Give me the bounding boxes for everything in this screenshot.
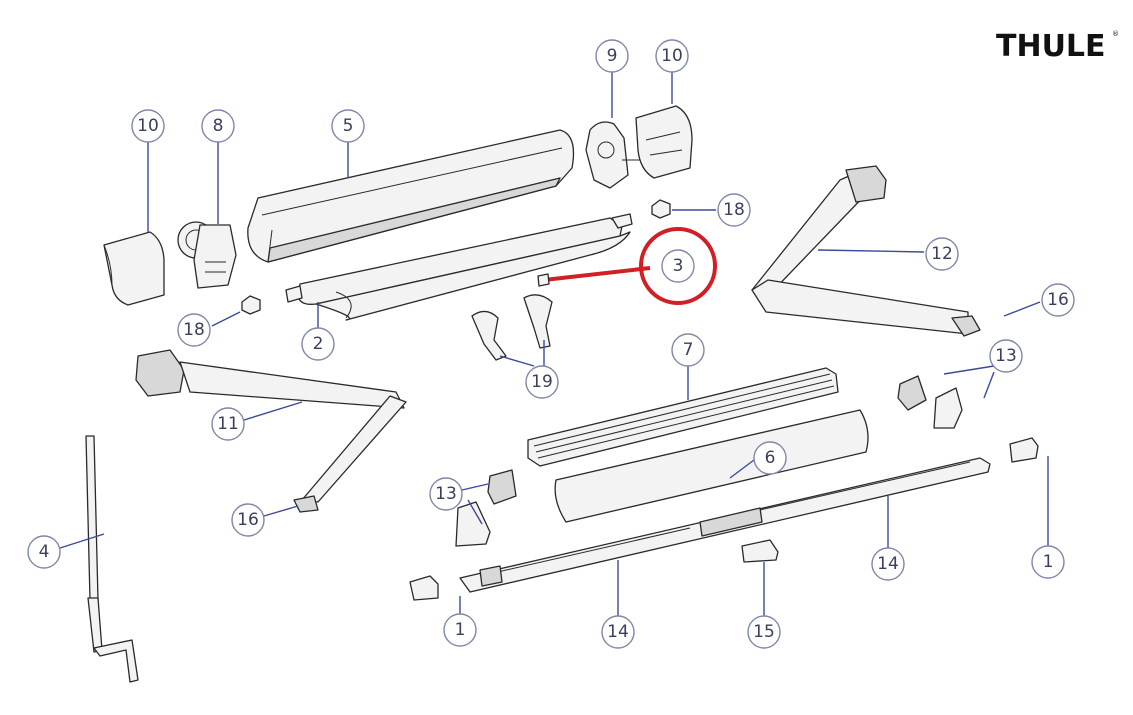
logo-text: THULE: [996, 29, 1106, 64]
svg-text:11: 11: [217, 414, 239, 434]
callout-19: 19: [525, 365, 559, 399]
svg-text:13: 13: [995, 346, 1017, 366]
fabric-rod-end: [537, 273, 550, 287]
callout-1-left: 1: [443, 613, 477, 647]
nut-left: [241, 295, 261, 315]
svg-text:12: 12: [931, 244, 953, 264]
callout-15: 15: [747, 615, 781, 649]
thule-logo: THULE ®: [996, 29, 1119, 64]
svg-text:7: 7: [683, 340, 694, 360]
svg-text:4: 4: [39, 542, 50, 562]
callout-1-right: 1: [1031, 545, 1065, 579]
callout-10-left: 10: [131, 109, 165, 143]
callout-13-left: 13: [429, 477, 463, 511]
callout-9: 9: [595, 39, 629, 73]
profile-cap-left-a: [487, 469, 517, 505]
end-cap-right: [635, 105, 693, 179]
highlight-ring-callout-3: [639, 227, 717, 305]
svg-text:10: 10: [661, 46, 683, 66]
svg-text:3: 3: [673, 256, 684, 276]
gearbox-right: [585, 121, 640, 189]
svg-text:14: 14: [607, 622, 629, 642]
logo-registered-mark: ®: [1112, 30, 1119, 38]
svg-text:18: 18: [723, 200, 745, 220]
callout-12: 12: [925, 237, 959, 271]
callout-10-right: 10: [655, 39, 689, 73]
svg-text:10: 10: [137, 116, 159, 136]
profile-cap-right-a: [897, 375, 927, 411]
callout-8: 8: [201, 109, 235, 143]
end-cap-left: [103, 231, 165, 306]
profile-cap-left-b: [455, 501, 491, 547]
svg-text:5: 5: [343, 116, 354, 136]
callout-18-left: 18: [177, 313, 211, 347]
profile-cap-right-b: [933, 387, 963, 429]
nut-right: [651, 199, 671, 219]
svg-text:15: 15: [753, 622, 775, 642]
callout-14-left: 14: [601, 615, 635, 649]
callout-7: 7: [671, 333, 705, 367]
crank-handle: [85, 435, 139, 683]
callout-16-right: 16: [1041, 283, 1075, 317]
callout-2: 2: [301, 327, 335, 361]
svg-text:16: 16: [1047, 290, 1069, 310]
support-clips: [471, 294, 553, 361]
center-support: [741, 539, 779, 563]
callout-18-right: 18: [717, 193, 751, 227]
svg-text:1: 1: [1043, 552, 1054, 572]
svg-text:8: 8: [213, 116, 224, 136]
svg-text:13: 13: [435, 484, 457, 504]
svg-text:19: 19: [531, 372, 553, 392]
bracket-right: [1009, 437, 1039, 463]
gearbox-left: [177, 221, 237, 289]
callout-11: 11: [211, 407, 245, 441]
leader-lines: [59, 72, 1049, 616]
callout-3: 3: [661, 249, 695, 283]
callout-16-left: 16: [231, 503, 265, 537]
arm-right: [751, 165, 981, 337]
svg-text:9: 9: [607, 46, 618, 66]
lead-rail: [459, 457, 991, 593]
roller-tube-with-fabric: [285, 213, 633, 321]
svg-text:18: 18: [183, 320, 205, 340]
bracket-left: [409, 575, 439, 601]
svg-text:14: 14: [877, 554, 899, 574]
callout-6: 6: [753, 441, 787, 475]
callout-13-right: 13: [989, 339, 1023, 373]
svg-text:1: 1: [455, 620, 466, 640]
callout-labels: 10 8 5 9 10 18 3 12 16 18 2 19 7 13 11 6…: [27, 39, 1075, 649]
callout-5: 5: [331, 109, 365, 143]
fabric-rod-highlight: [543, 266, 651, 282]
cassette-housing: [247, 129, 575, 263]
svg-text:2: 2: [313, 334, 324, 354]
svg-text:6: 6: [765, 448, 776, 468]
callout-4: 4: [27, 535, 61, 569]
front-profile: [527, 367, 839, 467]
arm-left: [135, 349, 407, 513]
valance: [554, 409, 869, 523]
svg-text:16: 16: [237, 510, 259, 530]
callout-14-right: 14: [871, 547, 905, 581]
